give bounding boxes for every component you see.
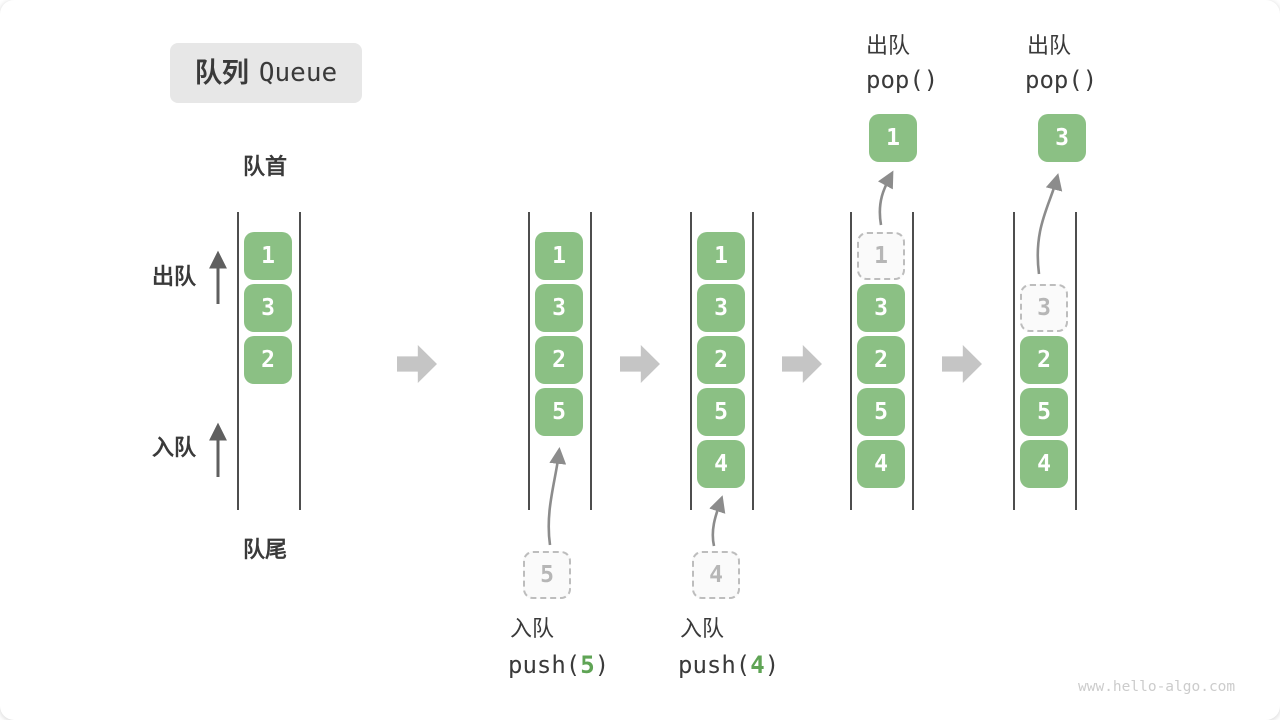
queue5-wall-right	[1075, 212, 1077, 510]
queue5-wall-left	[1013, 212, 1015, 510]
push5-code: push(5)	[508, 651, 610, 679]
label-dequeue-side: 出队	[152, 264, 197, 289]
queue4-wall-right	[912, 212, 914, 510]
queue1-wall-right	[299, 212, 301, 510]
pop1-code: pop()	[866, 66, 939, 94]
queue3-item: 4	[697, 440, 745, 488]
watermark: www.hello-algo.com	[1078, 679, 1236, 695]
queue5-item: 5	[1020, 388, 1068, 436]
queue4-item: 5	[857, 388, 905, 436]
title-badge: 队列 Queue	[170, 43, 362, 103]
queue1-item: 3	[244, 284, 292, 332]
push4-code: push(4)	[678, 651, 780, 679]
title-en: Queue	[258, 58, 338, 88]
queue4-item: 2	[857, 336, 905, 384]
push5-arrow	[547, 446, 567, 546]
pop2-arrow	[1036, 173, 1063, 275]
queue3-item: 3	[697, 284, 745, 332]
push4-label: 入队	[680, 616, 725, 641]
queue2-item: 1	[535, 232, 583, 280]
queue1-wall-left	[237, 212, 239, 510]
queue4-item: 4	[857, 440, 905, 488]
queue4-popped-item: 1	[869, 114, 917, 162]
push5-label: 入队	[510, 616, 555, 641]
queue2-incoming-item: 5	[523, 551, 571, 599]
state-transition-arrow-4	[942, 345, 982, 383]
title-zh: 队列	[194, 57, 249, 88]
queue1-item: 2	[244, 336, 292, 384]
push4-arrow	[709, 495, 726, 547]
queue4-item: 3	[857, 284, 905, 332]
state-transition-arrow-3	[782, 345, 822, 383]
queue5-item: 4	[1020, 440, 1068, 488]
queue1-item: 1	[244, 232, 292, 280]
queue5-popped-item: 3	[1038, 114, 1086, 162]
queue3-incoming-item: 4	[692, 551, 740, 599]
push4-arg: 4	[750, 651, 765, 679]
queue5-ghost-item: 3	[1020, 284, 1068, 332]
queue3-wall-left	[690, 212, 692, 510]
label-enqueue-side: 入队	[152, 435, 197, 460]
queue3-item: 1	[697, 232, 745, 280]
queue2-item: 3	[535, 284, 583, 332]
label-queue-rear: 队尾	[243, 537, 288, 562]
label-queue-front: 队首	[243, 154, 288, 179]
queue2-wall-left	[528, 212, 530, 510]
pop1-arrow	[877, 170, 894, 226]
pop2-label: 出队	[1027, 33, 1072, 58]
push5-arg: 5	[580, 651, 595, 679]
queue4-wall-left	[850, 212, 852, 510]
queue4-ghost-item: 1	[857, 232, 905, 280]
state-transition-arrow-1	[397, 345, 437, 383]
pop1-label: 出队	[866, 33, 911, 58]
queue5-item: 2	[1020, 336, 1068, 384]
state-transition-arrow-2	[620, 345, 660, 383]
queue3-item: 2	[697, 336, 745, 384]
queue3-wall-right	[752, 212, 754, 510]
pop2-code: pop()	[1025, 66, 1098, 94]
queue3-item: 5	[697, 388, 745, 436]
queue2-item: 2	[535, 336, 583, 384]
queue2-item: 5	[535, 388, 583, 436]
queue2-wall-right	[590, 212, 592, 510]
